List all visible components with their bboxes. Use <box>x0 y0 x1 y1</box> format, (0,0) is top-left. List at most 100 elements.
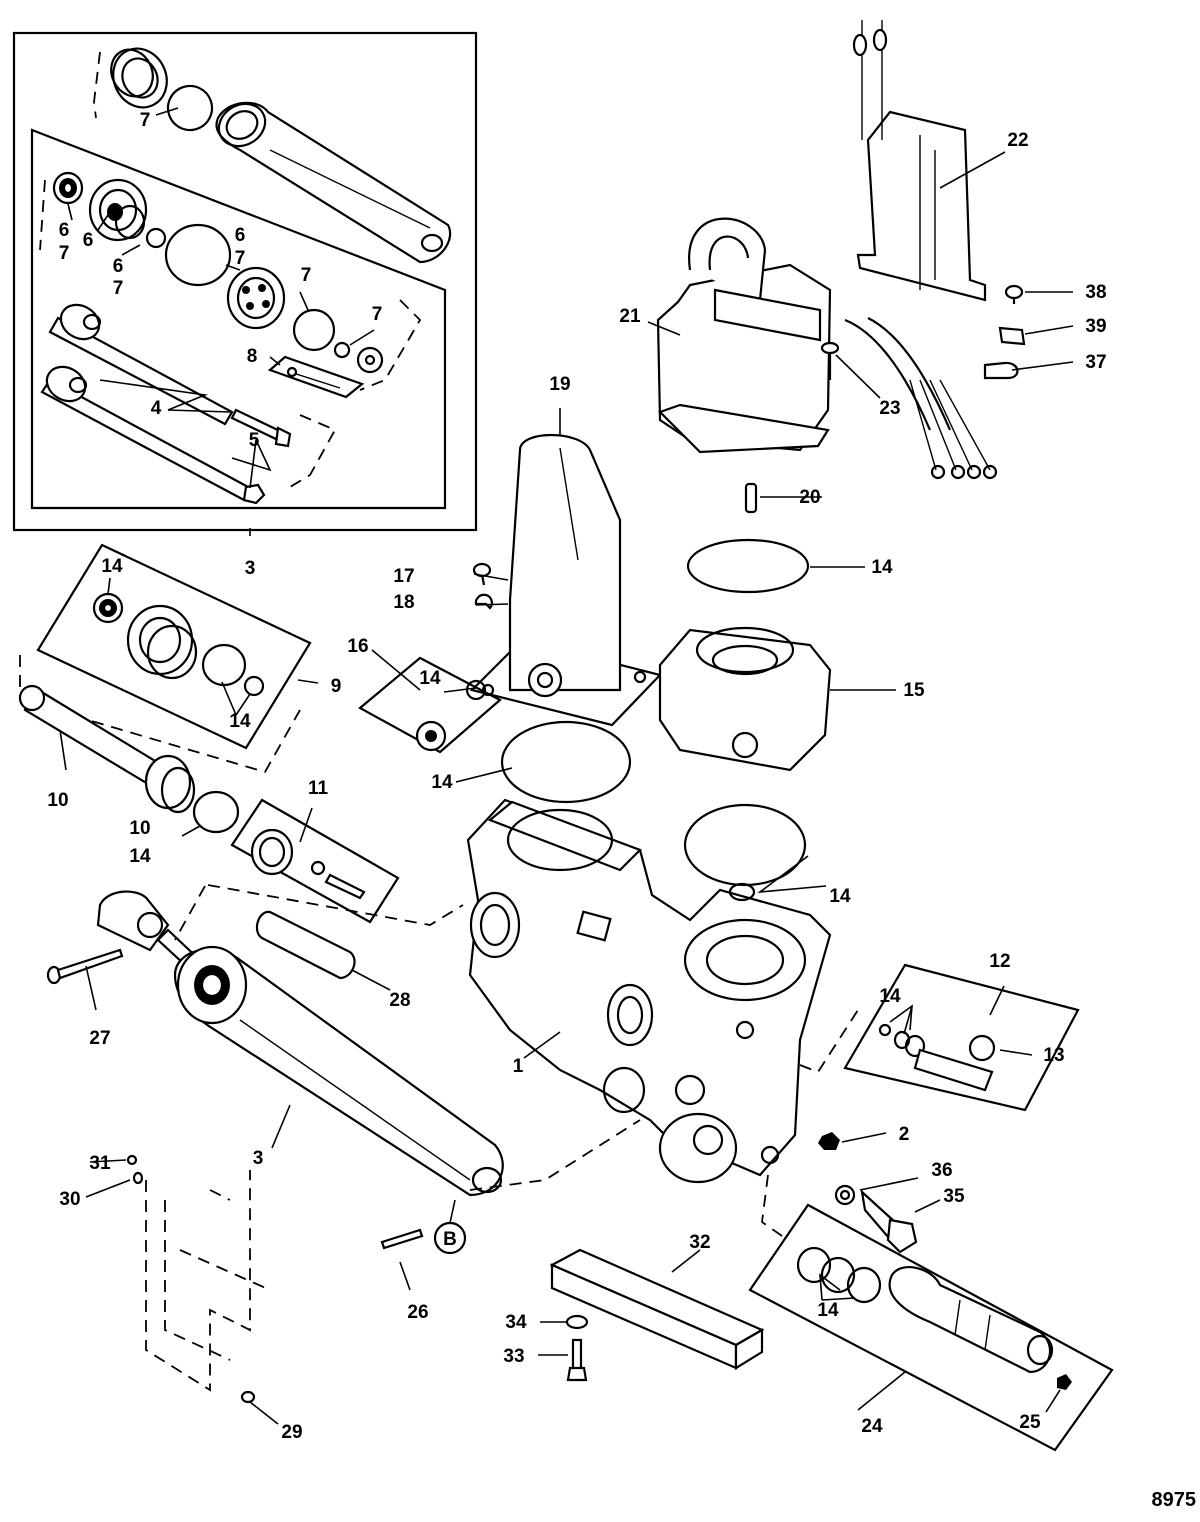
leader-lines <box>59 107 1074 1425</box>
callout-14: 14 <box>229 711 251 732</box>
o-ring-14-top <box>686 538 810 594</box>
rod-10-dashed-bracket <box>19 655 301 774</box>
solenoid-22 <box>852 20 987 302</box>
callout-11: 11 <box>308 778 329 799</box>
pump-body <box>466 798 832 1184</box>
washer-18 <box>474 593 493 610</box>
washer-hole <box>364 354 376 366</box>
o-ring-14-middle <box>500 720 632 804</box>
callout-6: 6 <box>59 220 70 241</box>
trim-cylinder-kit-box <box>12 31 478 532</box>
o-ring-14-rod <box>192 790 240 834</box>
callout-19: 19 <box>549 374 570 395</box>
bolt-27 <box>46 948 124 985</box>
callout-5: 5 <box>249 430 260 451</box>
nut-5 <box>242 483 266 505</box>
trim-cylinder-lower <box>96 890 504 1197</box>
marker-b-label: B <box>443 1229 457 1250</box>
washer-34 <box>565 1314 589 1330</box>
callout-39: 39 <box>1085 316 1106 337</box>
o-ring-14-small-body <box>728 882 756 902</box>
callout-16: 16 <box>347 636 368 657</box>
callout-3-cylinder: 3 <box>253 1148 264 1169</box>
callout-34: 34 <box>505 1312 527 1333</box>
callout-27: 27 <box>89 1028 110 1049</box>
callout-14: 14 <box>101 556 123 577</box>
clamp-37 <box>983 361 1019 380</box>
clip-39 <box>998 326 1026 346</box>
trim-cylinder-tube <box>215 101 452 264</box>
callout-14: 14 <box>879 986 901 1007</box>
o-ring-small <box>145 227 167 249</box>
plug-2 <box>818 1132 840 1150</box>
bolt-35 <box>834 1184 918 1254</box>
o-ring-14-body <box>683 803 807 887</box>
kit-9-box <box>36 543 312 750</box>
piston-assembly <box>226 266 286 330</box>
callout-24: 24 <box>861 1416 883 1437</box>
o-ring-7-top <box>166 84 214 132</box>
callout-21: 21 <box>619 306 641 327</box>
pin-28 <box>255 910 356 980</box>
motor-21 <box>656 217 998 480</box>
body-dashed-link-24 <box>761 1174 786 1239</box>
plate-32 <box>549 1248 765 1370</box>
callout-14: 14 <box>419 668 441 689</box>
callout-38: 38 <box>1085 282 1106 303</box>
callout-14: 14 <box>431 772 453 793</box>
callout-8: 8 <box>247 346 258 367</box>
callout-18: 18 <box>393 592 414 613</box>
callout-26: 26 <box>407 1302 428 1323</box>
callout-6: 6 <box>235 225 246 246</box>
kit-24-box <box>748 1203 1114 1452</box>
reference-marker-b: B <box>433 1199 467 1255</box>
callout-3-kit: 3 <box>245 558 256 579</box>
callout-36: 36 <box>931 1160 952 1181</box>
callout-14: 14 <box>871 557 893 578</box>
o-ring-7-mid <box>292 308 336 352</box>
callout-22: 22 <box>1007 130 1028 151</box>
callout-1: 1 <box>513 1056 524 1077</box>
screw-23 <box>820 341 840 380</box>
callout-37: 37 <box>1085 352 1106 373</box>
plug-25 <box>1057 1374 1072 1390</box>
callout-6: 6 <box>83 230 94 251</box>
callout-13: 13 <box>1043 1045 1064 1066</box>
figure-number: 8975 <box>1152 1489 1197 1511</box>
callout-31: 31 <box>89 1153 111 1174</box>
reservoir-19 <box>469 434 663 727</box>
callout-10: 10 <box>129 818 150 839</box>
callout-20: 20 <box>799 487 820 508</box>
rod-10 <box>18 684 196 814</box>
transom-bracket-outline <box>126 1154 271 1404</box>
callout-10: 10 <box>47 790 68 811</box>
callout-15: 15 <box>903 680 925 701</box>
callout-12: 12 <box>989 951 1010 972</box>
callout-14: 14 <box>829 886 851 907</box>
stud-26 <box>380 1228 424 1250</box>
callout-29: 29 <box>281 1422 302 1443</box>
piston-head <box>88 178 148 242</box>
callout-28: 28 <box>389 990 410 1011</box>
callout-9: 9 <box>331 676 342 697</box>
callout-23: 23 <box>879 398 900 419</box>
cylinder-dashed-link <box>174 885 206 941</box>
kit-11-box <box>230 798 400 924</box>
callout-35: 35 <box>943 1186 965 1207</box>
piston-rod-upper <box>48 303 234 426</box>
callout-33: 33 <box>503 1346 524 1367</box>
kit-8-box <box>267 355 365 399</box>
callout-6: 6 <box>113 256 124 277</box>
callout-14: 14 <box>129 846 151 867</box>
callout-7: 7 <box>301 265 312 286</box>
kit-11-dashed-link <box>207 884 464 926</box>
kit-12-box <box>843 963 1080 1112</box>
callout-32: 32 <box>689 1232 710 1253</box>
piston-rod-lower <box>40 365 252 502</box>
washer <box>356 346 384 374</box>
o-ring-large-6-7 <box>164 223 232 287</box>
callout-7: 7 <box>372 304 383 325</box>
callout-25: 25 <box>1019 1412 1041 1433</box>
callout-14: 14 <box>817 1300 839 1321</box>
callout-17: 17 <box>393 566 414 587</box>
